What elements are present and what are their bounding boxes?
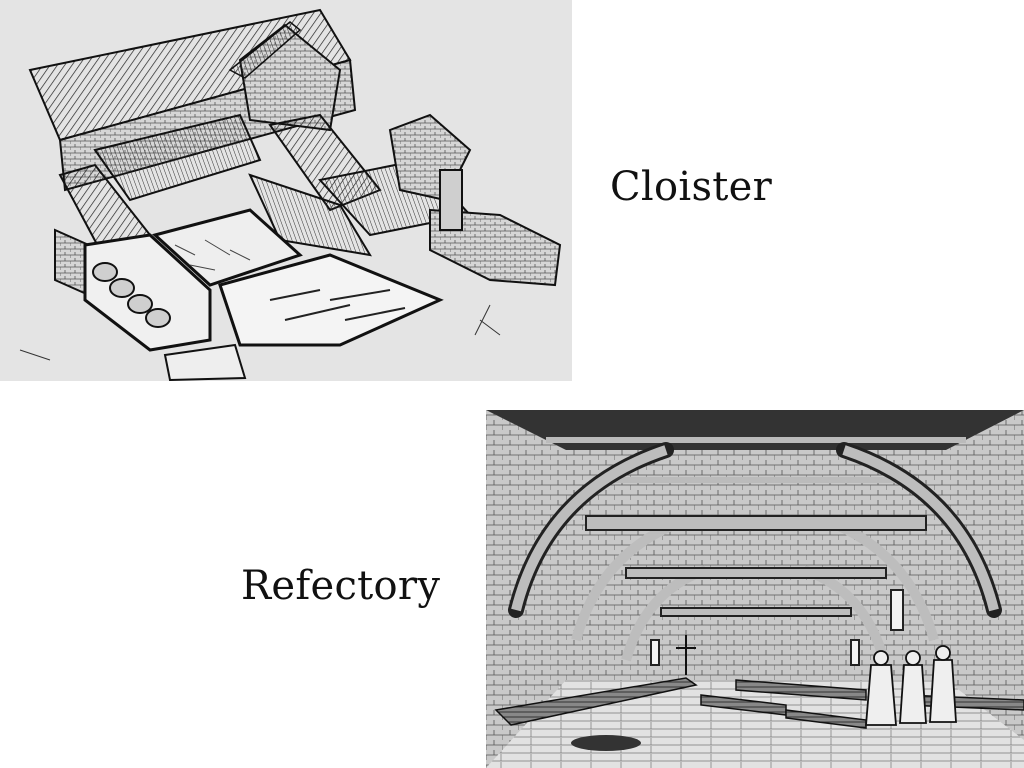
cloister-illustration [0,0,572,381]
monastery-cutaway-drawing [19,8,562,381]
cloister-caption: Cloister [610,164,773,210]
refectory-interior-drawing [486,410,1024,768]
refectory-illustration [486,410,1024,768]
refectory-caption: Refectory [241,563,441,609]
